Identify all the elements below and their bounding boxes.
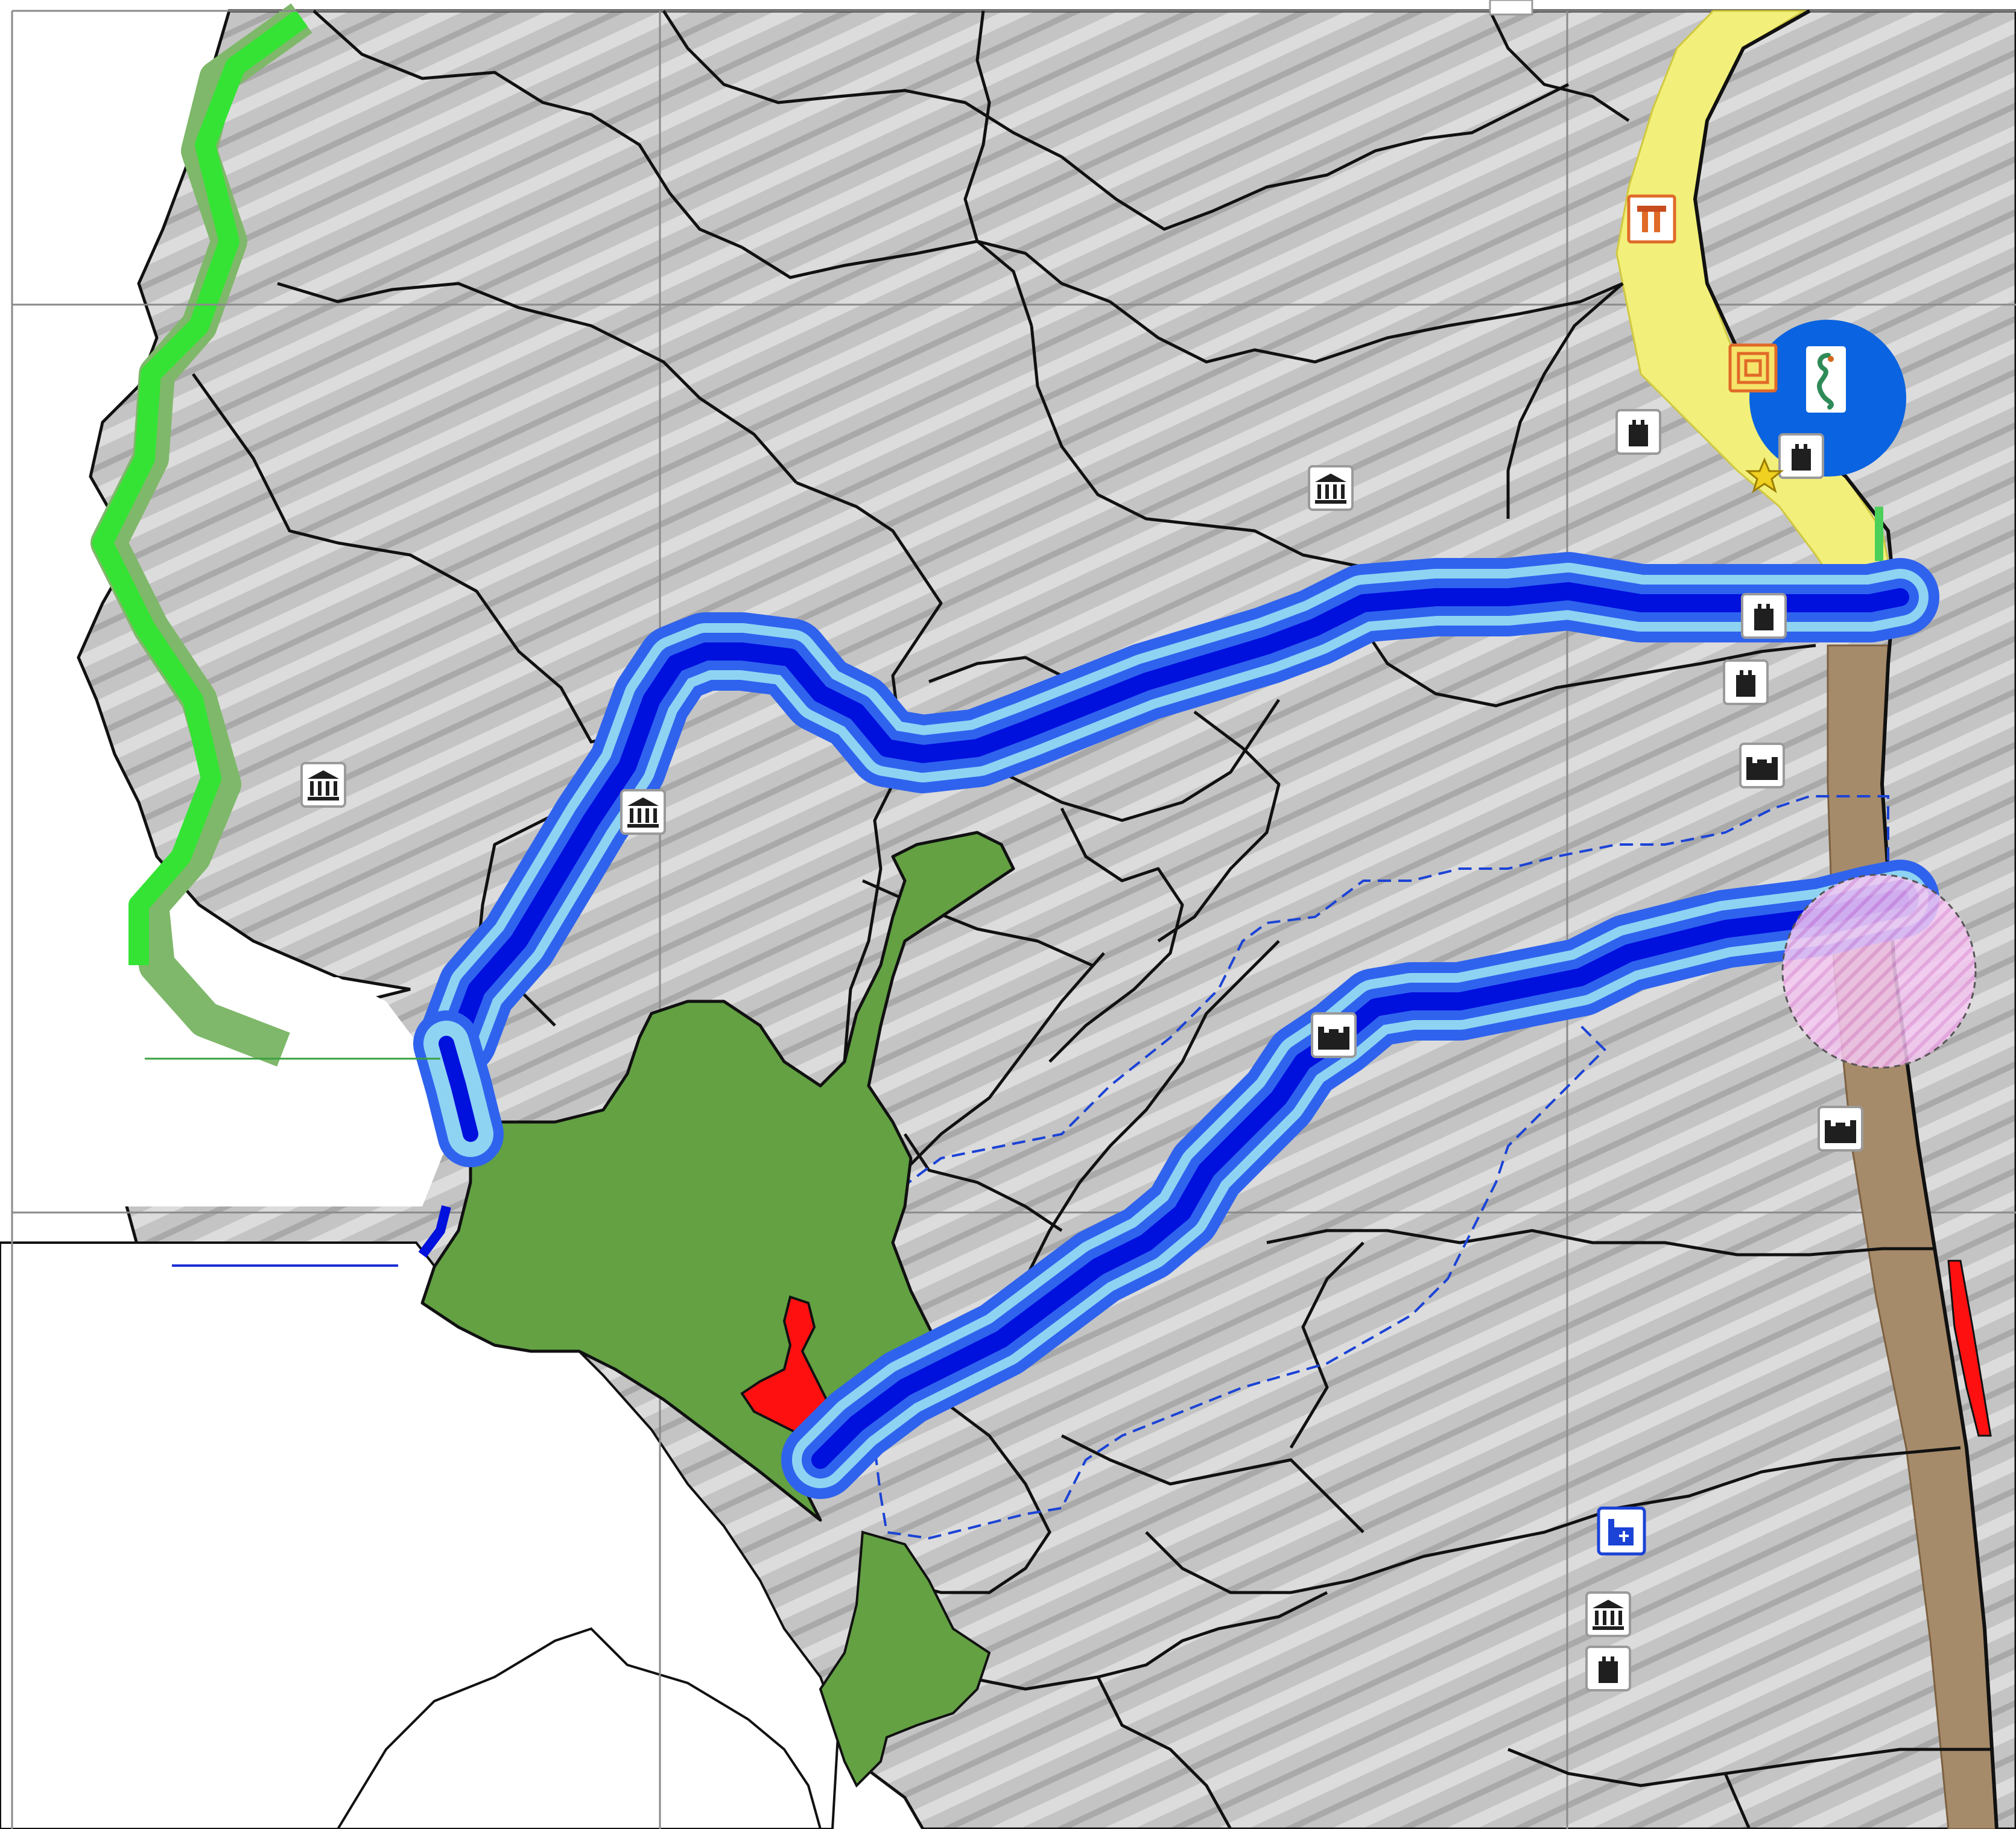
church-icon[interactable] [1597,1506,1646,1556]
basin-dashed-outline-south [771,1024,1606,1540]
museum-icon[interactable] [1585,1591,1631,1637]
castle-icon[interactable] [1739,743,1785,788]
star-icon[interactable] [1745,457,1784,493]
museum-icon[interactable] [1308,465,1354,511]
tower-icon[interactable] [1723,659,1769,705]
green-band-bright [92,10,308,965]
seahorse-icon[interactable] [1806,346,1846,413]
museum-icon[interactable] [300,762,346,808]
museum-icon[interactable] [620,789,666,835]
pink-hatched-circle [1781,873,1977,1069]
coast-marker [1875,507,1883,561]
tower-icon[interactable] [1741,593,1787,639]
tower-icon[interactable] [1615,409,1661,455]
protected-forest [420,831,1015,1522]
basin-dashed-outline [772,795,1889,1244]
castle-icon[interactable] [1311,1012,1357,1058]
municipal-borders [191,10,1991,1829]
river-north-tip [418,1205,451,1258]
tower-icon[interactable] [1585,1646,1631,1691]
tower-icon[interactable] [1778,433,1824,479]
castle-icon[interactable] [1818,1106,1863,1152]
temple-icon[interactable] [1627,194,1676,244]
hazard-area-coast [1947,1260,1992,1437]
river-north [419,552,1939,1077]
map-frame-marker [1489,0,1533,16]
river-north-lower [413,1010,504,1167]
protected-forest-south [819,1530,991,1788]
valley-outline [336,1627,822,1829]
outside-area-upper [0,977,458,1206]
temple-icon[interactable] [1728,343,1778,393]
